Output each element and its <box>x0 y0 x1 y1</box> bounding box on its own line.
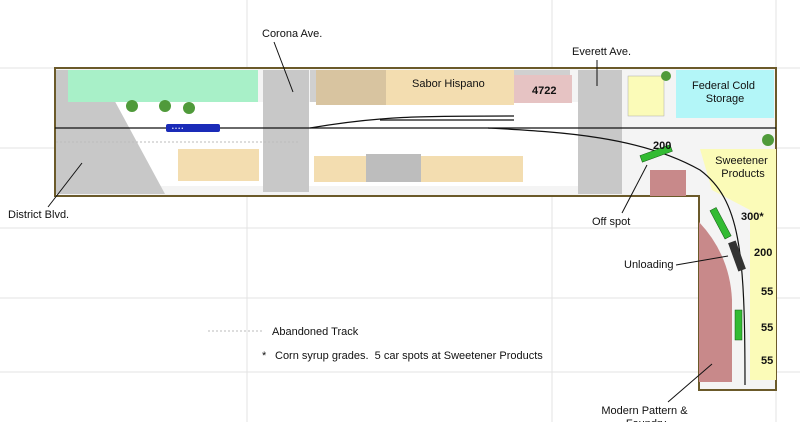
locomotive <box>166 124 220 132</box>
spot-55-c: 55 <box>761 355 773 367</box>
legend-abandoned-label: Abandoned Track <box>272 326 359 338</box>
tank-car <box>709 207 732 240</box>
spot-200-offspot: 200 <box>653 140 671 152</box>
sweetener-products-label: Sweetener Products <box>715 155 771 180</box>
unloading-label: Unloading <box>624 259 674 271</box>
mint-lot <box>68 70 258 102</box>
legend-note-marker: * <box>262 350 267 362</box>
building-4722 <box>514 75 572 103</box>
tan-building-d <box>421 156 523 182</box>
unloading-pointer <box>675 255 729 266</box>
tan-building-small <box>627 75 665 117</box>
district-pointer <box>47 162 83 208</box>
everett-ave-label: Everett Ave. <box>572 46 631 58</box>
gray-building-c <box>366 154 421 182</box>
spot-55-a: 55 <box>761 286 773 298</box>
tan-building-c <box>314 156 366 182</box>
everett-ave-road <box>578 70 622 194</box>
off-spot-pointer <box>621 164 648 214</box>
bush-icon <box>126 71 774 146</box>
hopper-car <box>728 240 746 272</box>
tan-building-a <box>316 70 386 105</box>
federal-cold-storage-label: Federal Cold Storage <box>692 80 758 105</box>
sabor-hispano-building <box>386 70 514 105</box>
tan-building-b <box>178 149 259 181</box>
tank-car <box>734 309 743 341</box>
federal-cold-storage-building <box>676 70 774 118</box>
modern-pattern-pointer <box>667 363 713 403</box>
legend-note-text: Corn syrup grades. 5 car spots at Sweete… <box>275 350 543 362</box>
building-4722-label: 4722 <box>532 85 556 97</box>
off-spot-label: Off spot <box>592 216 630 228</box>
spot-200: 200 <box>754 247 772 259</box>
locomotive-text: • • • • <box>172 126 183 132</box>
corona-pointer <box>273 41 294 93</box>
corona-ave-label: Corona Ave. <box>262 28 322 40</box>
sweetener-products-building <box>700 149 776 380</box>
brick-building-small <box>650 170 686 196</box>
district-blvd-label: District Blvd. <box>8 209 69 221</box>
spot-300: 300* <box>741 211 764 223</box>
tank-car <box>639 144 673 163</box>
modern-pattern-foundry-building <box>699 222 732 382</box>
corona-ave-road <box>263 70 309 192</box>
modern-pattern-label: Modern Pattern & Foundry <box>601 405 690 422</box>
spot-55-b: 55 <box>761 322 773 334</box>
sabor-hispano-label: Sabor Hispano <box>412 78 485 90</box>
